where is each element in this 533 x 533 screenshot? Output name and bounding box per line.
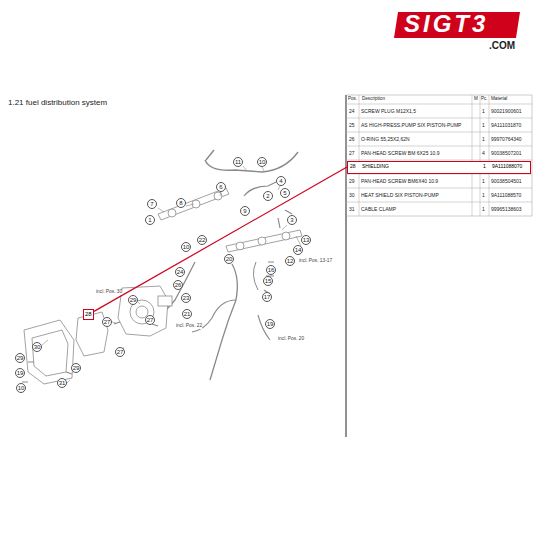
callout-number: 31 (57, 378, 67, 388)
table-cell: SCREW PLUG M12X1,5 (361, 109, 416, 114)
callout-number: 19 (265, 319, 275, 329)
table-header: M (474, 97, 478, 102)
callout-number: 21 (182, 309, 192, 319)
fuel-rail (158, 188, 229, 220)
logo-domain: .COM (489, 41, 515, 51)
callout-number: 10 (181, 242, 191, 252)
logo-text: SIGT3 (404, 12, 488, 36)
table-cell: 99970764340 (491, 137, 522, 142)
callout-number: 13 (301, 235, 311, 245)
table-frame (346, 95, 532, 216)
note-text: incl. Pos. 13-17 (299, 259, 332, 264)
note-text: incl. Pos. 22 (176, 324, 202, 329)
table-cell: 24 (349, 109, 355, 114)
table-cell: CABLE CLAMP (361, 207, 396, 212)
logo-ground (394, 12, 520, 38)
table-header: Description (362, 97, 385, 102)
page-title: 1.21 fuel distribution system (8, 99, 107, 107)
callout-number: 29 (128, 295, 138, 305)
callout-number: 23 (181, 293, 191, 303)
table-cell: 1 (483, 164, 486, 169)
table-cell: 28 (350, 164, 356, 169)
table-cell: 9A111088070 (492, 164, 522, 169)
callout-number: 15 (263, 276, 273, 286)
fuel-pipe (205, 152, 298, 172)
callout-number: 12 (285, 256, 295, 266)
table-cell: 25 (349, 123, 355, 128)
highlighted-table-row: 28 SHIELDING 1 9A111088070 (347, 161, 531, 174)
table-cell: 1 (482, 123, 485, 128)
callout-number: 7 (147, 199, 157, 209)
table-cell: 1 (482, 137, 485, 142)
table-cell: PAN-HEAD SCREW BM6X40 10.9 (361, 179, 438, 184)
table-cell: 26 (349, 137, 355, 142)
callout-number: 22 (197, 235, 207, 245)
callout-number: 19 (15, 368, 25, 378)
callout-number: 16 (266, 265, 276, 275)
callout-number: 2 (263, 191, 273, 201)
callout-box: 28 (83, 309, 94, 320)
callout-number: 17 (262, 292, 272, 302)
callout-number: 28 (85, 311, 92, 317)
note-text: incl. Pos. 30 (96, 290, 122, 295)
table-cell: 1 (482, 193, 485, 198)
table-cell: 1 (482, 109, 485, 114)
callout-number: 30 (32, 342, 42, 352)
heat-shield (24, 320, 74, 384)
callout-number: 8 (176, 198, 186, 208)
callout-number: 27 (145, 315, 155, 325)
table-cell: 90021900601 (491, 109, 522, 114)
callout-number: 27 (102, 317, 112, 327)
fuel-rail (226, 230, 302, 252)
table-header: Pc. (481, 97, 488, 102)
callout-number: 11 (233, 157, 243, 167)
callout-number: 29 (71, 363, 81, 373)
table-cell: 1 (482, 207, 485, 212)
callout-number: 10 (257, 157, 267, 167)
callout-number: 27 (115, 347, 125, 357)
callout-number: 4 (276, 176, 286, 186)
table-cell: 99965138603 (491, 207, 522, 212)
table-cell: 31 (349, 207, 355, 212)
leader-connector (94, 167, 347, 311)
table-cell: 27 (349, 151, 355, 156)
table-cell: O-RING 55,25X2,62N (361, 137, 410, 142)
leader-lines (42, 166, 301, 383)
callout-number: 10 (16, 383, 26, 393)
callout-number: 9 (240, 206, 250, 216)
table-cell: PAN-HEAD SCREW BM 6X25 10.9 (361, 151, 440, 156)
callout-number: 6 (216, 182, 226, 192)
callout-number: 5 (280, 188, 290, 198)
callout-number: 3 (287, 215, 297, 225)
table-grid (346, 95, 532, 216)
table-cell: 90038507201 (491, 151, 522, 156)
note-text: incl. Pos. 20 (278, 337, 304, 342)
callout-number: 24 (175, 267, 185, 277)
table-header: Pos. (348, 97, 357, 102)
table-cell: 9A111088570 (491, 193, 521, 198)
callout-number: 26 (173, 280, 183, 290)
table-cell: SHIELDING (362, 164, 389, 169)
callout-number: 20 (224, 254, 234, 264)
table-cell: 90038504501 (491, 179, 522, 184)
table-header: Material (491, 97, 507, 102)
callout-number: 29 (15, 353, 25, 363)
table-cell: 9A111031870 (491, 123, 521, 128)
table-cell: 30 (349, 193, 355, 198)
table-cell: AS HIGH-PRESS.PUMP SIX PISTON-PUMP (361, 123, 461, 128)
table-cell: 4 (482, 151, 485, 156)
return-pipe (210, 264, 237, 380)
table-cell: HEAT SHIELD SIX PISTON-PUMP (361, 193, 439, 198)
table-cell: 1 (482, 179, 485, 184)
callout-number: 14 (293, 245, 303, 255)
callout-number: 1 (145, 215, 155, 225)
table-cell: 29 (349, 179, 355, 184)
